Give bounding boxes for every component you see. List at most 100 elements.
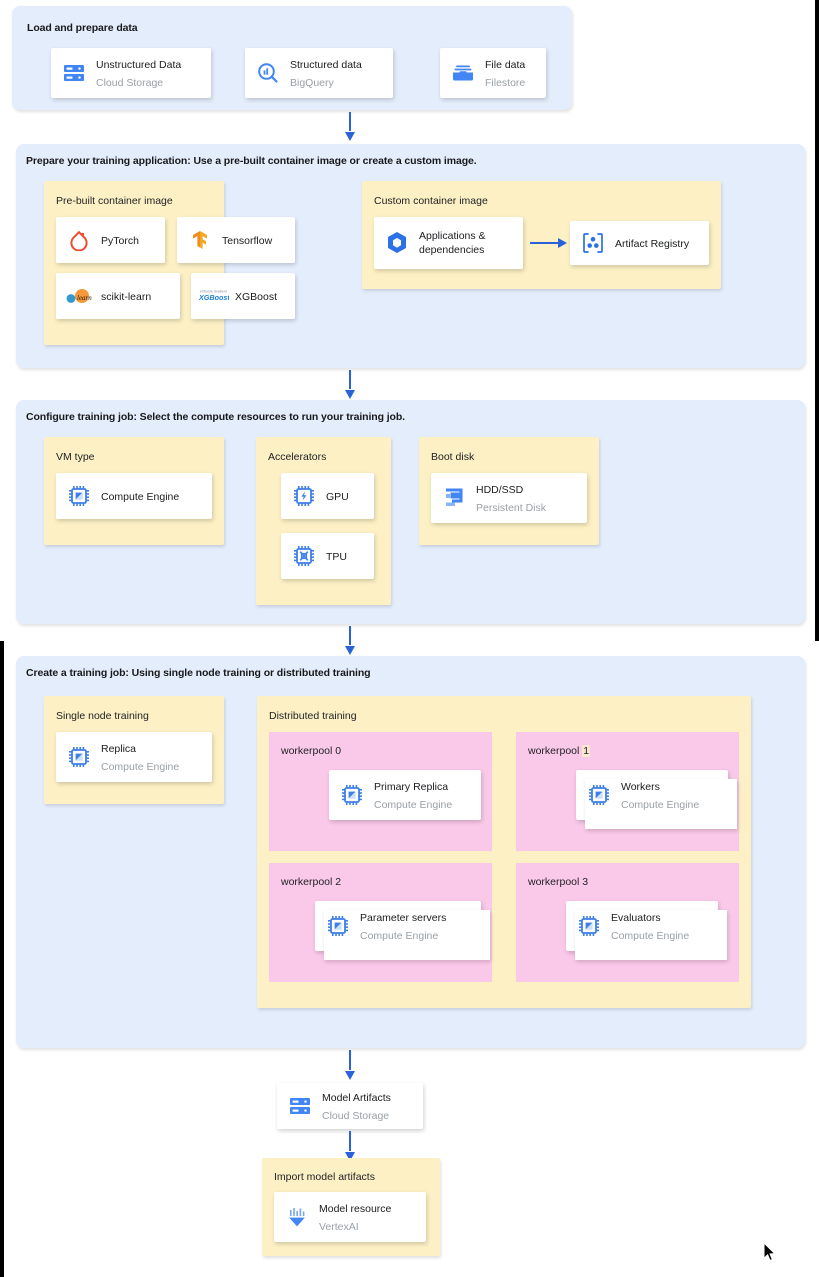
card-replica[interactable]: Replica Compute Engine (56, 732, 212, 782)
tpu-icon (291, 543, 317, 569)
compute-engine-icon (66, 483, 92, 509)
card-tpu[interactable]: TPU (281, 533, 374, 579)
section-title-create: Create a training job: Using single node… (26, 667, 371, 679)
card-title: Unstructured Data (96, 59, 182, 71)
svg-text:XGBoost: XGBoost (198, 293, 229, 302)
gpu-icon (291, 483, 317, 509)
group-title-pre-built: Pre-built container image (56, 195, 173, 207)
card-title: Primary Replica (374, 781, 449, 793)
card-pytorch[interactable]: PyTorch (56, 217, 165, 263)
card-text: Parameter servers Compute Engine (360, 908, 446, 944)
card-text: scikit-learn (101, 287, 151, 305)
group-single-node-training: Single node training (44, 696, 224, 804)
card-title: Artifact Registry (615, 238, 690, 250)
card-text: File data Filestore (485, 55, 525, 91)
card-text: Compute Engine (101, 487, 179, 505)
card-title: Compute Engine (101, 491, 180, 503)
card-text: GPU (326, 487, 349, 505)
card-title: Parameter servers (360, 912, 447, 924)
card-text: Model resource VertexAI (319, 1199, 391, 1235)
pool-title-workerpool-3: workerpool 3 (528, 876, 588, 888)
compute-engine-icon (576, 913, 602, 939)
section-configure-training-job: Configure training job: Select the compu… (16, 400, 805, 624)
card-workers[interactable]: Workers Compute Engine (576, 770, 737, 829)
filestore-icon (450, 60, 476, 86)
group-custom-container-image: Custom container image Applications & de… (362, 181, 721, 289)
card-primary-replica[interactable]: Primary Replica Compute Engine (329, 770, 481, 820)
tensorflow-icon (187, 227, 213, 253)
bigquery-icon (255, 60, 281, 86)
card-model-artifacts[interactable]: Model Artifacts Cloud Storage (277, 1083, 423, 1129)
card-title: XGBoost (235, 291, 278, 303)
card-subtitle: Compute Engine (621, 799, 700, 811)
card-text: Workers Compute Engine (621, 777, 699, 813)
card-subtitle: Compute Engine (374, 799, 453, 811)
vertex-ai-icon (284, 1204, 310, 1230)
group-title-vm-type: VM type (56, 451, 95, 463)
card-text: PyTorch (101, 231, 139, 249)
card-subtitle: Cloud Storage (322, 1110, 390, 1122)
group-title-import-model-artifacts: Import model artifacts (274, 1171, 375, 1183)
card-text: Tensorflow (222, 231, 272, 249)
persistent-disk-icon (441, 485, 467, 511)
pool-title-workerpool-2: workerpool 2 (281, 876, 341, 888)
letterbox-bar-left (0, 641, 4, 1277)
card-scikit-learn[interactable]: learn scikit-learn (56, 273, 180, 319)
card-title: File data (485, 59, 526, 71)
card-title: HDD/SSD (476, 484, 524, 496)
card-compute-engine-vm[interactable]: Compute Engine (56, 473, 212, 519)
group-distributed-training: Distributed training workerpool 0 (257, 696, 751, 1008)
card-text: Primary Replica Compute Engine (374, 777, 452, 813)
section-prepare-training-application: Prepare your training application: Use a… (16, 144, 805, 368)
card-title: Structured data (290, 59, 362, 71)
card-text: HDD/SSD Persistent Disk (476, 480, 546, 516)
svg-text:eXtreme Gradient: eXtreme Gradient (200, 290, 227, 294)
card-xgboost[interactable]: eXtreme Gradient XGBoost XGBoost (191, 273, 295, 319)
card-model-resource[interactable]: Model resource VertexAI (274, 1192, 426, 1242)
card-title: Workers (621, 781, 660, 793)
group-boot-disk: Boot disk HDD/SSD Persistent Disk (419, 437, 599, 545)
pool-workerpool-1: workerpool 1 (516, 732, 739, 851)
svg-text:learn: learn (77, 294, 92, 302)
card-text: TPU (326, 547, 347, 565)
card-text: Structured data BigQuery (290, 55, 362, 91)
pool-label-text: workerpool 0 (281, 745, 342, 757)
section-title-load: Load and prepare data (27, 22, 138, 34)
card-text: Model Artifacts Cloud Storage (322, 1088, 391, 1124)
pool-label-text: workerpool 2 (281, 876, 342, 888)
card-file-data[interactable]: File data Filestore (440, 48, 546, 98)
card-evaluators[interactable]: Evaluators Compute Engine (566, 901, 727, 960)
card-parameter-servers[interactable]: Parameter servers Compute Engine (315, 901, 490, 960)
card-hdd-ssd[interactable]: HDD/SSD Persistent Disk (431, 473, 587, 523)
card-tensorflow[interactable]: Tensorflow (177, 217, 295, 263)
card-subtitle: Compute Engine (611, 930, 690, 942)
card-text: Artifact Registry (615, 234, 689, 252)
card-title: scikit-learn (101, 291, 152, 303)
section-load-and-prepare-data: Load and prepare data Unstructured Data … (12, 6, 572, 110)
section-title-configure: Configure training job: Select the compu… (26, 411, 405, 423)
card-applications-dependencies[interactable]: Applications & dependencies (374, 217, 523, 269)
card-structured-data[interactable]: Structured data BigQuery (245, 48, 393, 98)
card-text: Replica Compute Engine (101, 739, 179, 775)
group-title-distributed: Distributed training (269, 710, 357, 722)
compute-engine-icon (586, 782, 612, 808)
card-text: Unstructured Data Cloud Storage (96, 55, 181, 91)
card-subtitle: Compute Engine (101, 761, 180, 773)
card-gpu[interactable]: GPU (281, 473, 374, 519)
cloud-storage-icon (287, 1093, 313, 1119)
letterbox-bar-right (815, 0, 819, 641)
scikit-learn-icon: learn (66, 283, 92, 309)
card-artifact-registry[interactable]: Artifact Registry (570, 221, 709, 265)
card-subtitle: Compute Engine (360, 930, 439, 942)
card-subtitle: Filestore (485, 77, 526, 89)
pool-title-workerpool-0: workerpool 0 (281, 745, 341, 757)
card-title: Applications & dependencies (419, 229, 486, 256)
card-title: Evaluators (611, 912, 661, 924)
card-unstructured-data[interactable]: Unstructured Data Cloud Storage (51, 48, 211, 98)
cloud-storage-icon (61, 60, 87, 86)
card-title: TPU (326, 551, 347, 563)
compute-engine-icon (325, 913, 351, 939)
card-title: PyTorch (101, 235, 139, 247)
group-title-custom: Custom container image (374, 195, 488, 207)
group-title-accelerators: Accelerators (268, 451, 327, 463)
